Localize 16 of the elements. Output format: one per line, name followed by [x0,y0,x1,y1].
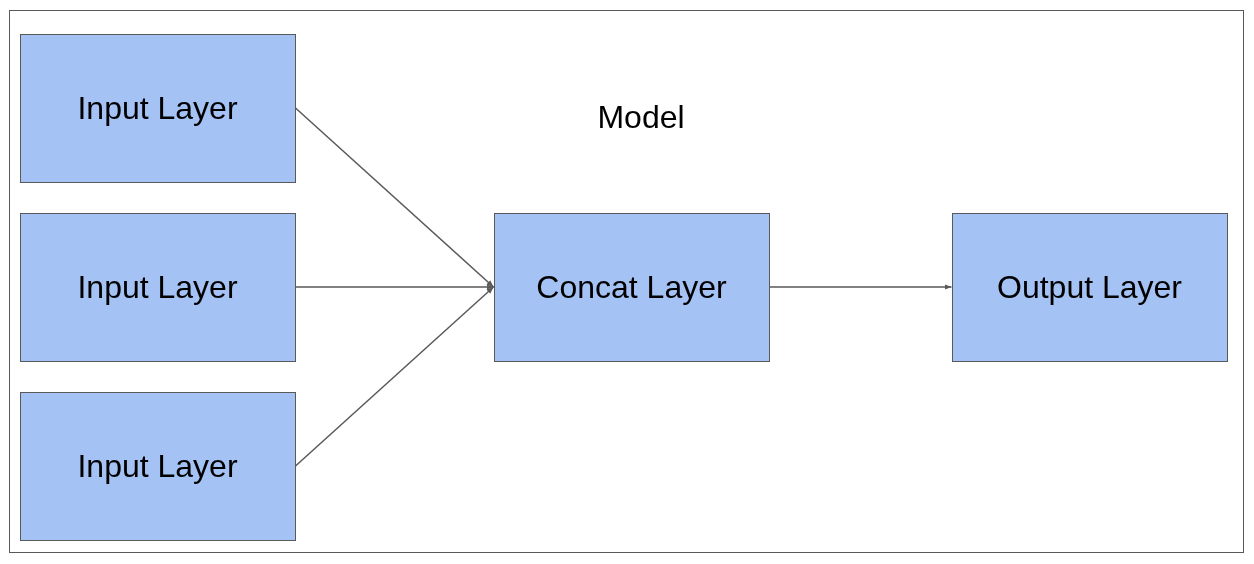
model-frame [9,10,1244,553]
layer-box [19,391,296,541]
layer-label: Input Layer [77,89,238,127]
arrow [294,286,495,467]
arrow [294,107,495,288]
layer-box [951,212,1228,362]
layer-box [493,212,770,362]
arrow [768,284,953,290]
frame-title: Model [597,98,685,136]
layer-label: Concat Layer [536,268,727,306]
layer-box [19,33,296,183]
layer-label: Input Layer [77,268,238,306]
arrow [294,284,495,290]
layer-label: Output Layer [997,268,1182,306]
layer-box [19,212,296,362]
layer-label: Input Layer [77,447,238,485]
